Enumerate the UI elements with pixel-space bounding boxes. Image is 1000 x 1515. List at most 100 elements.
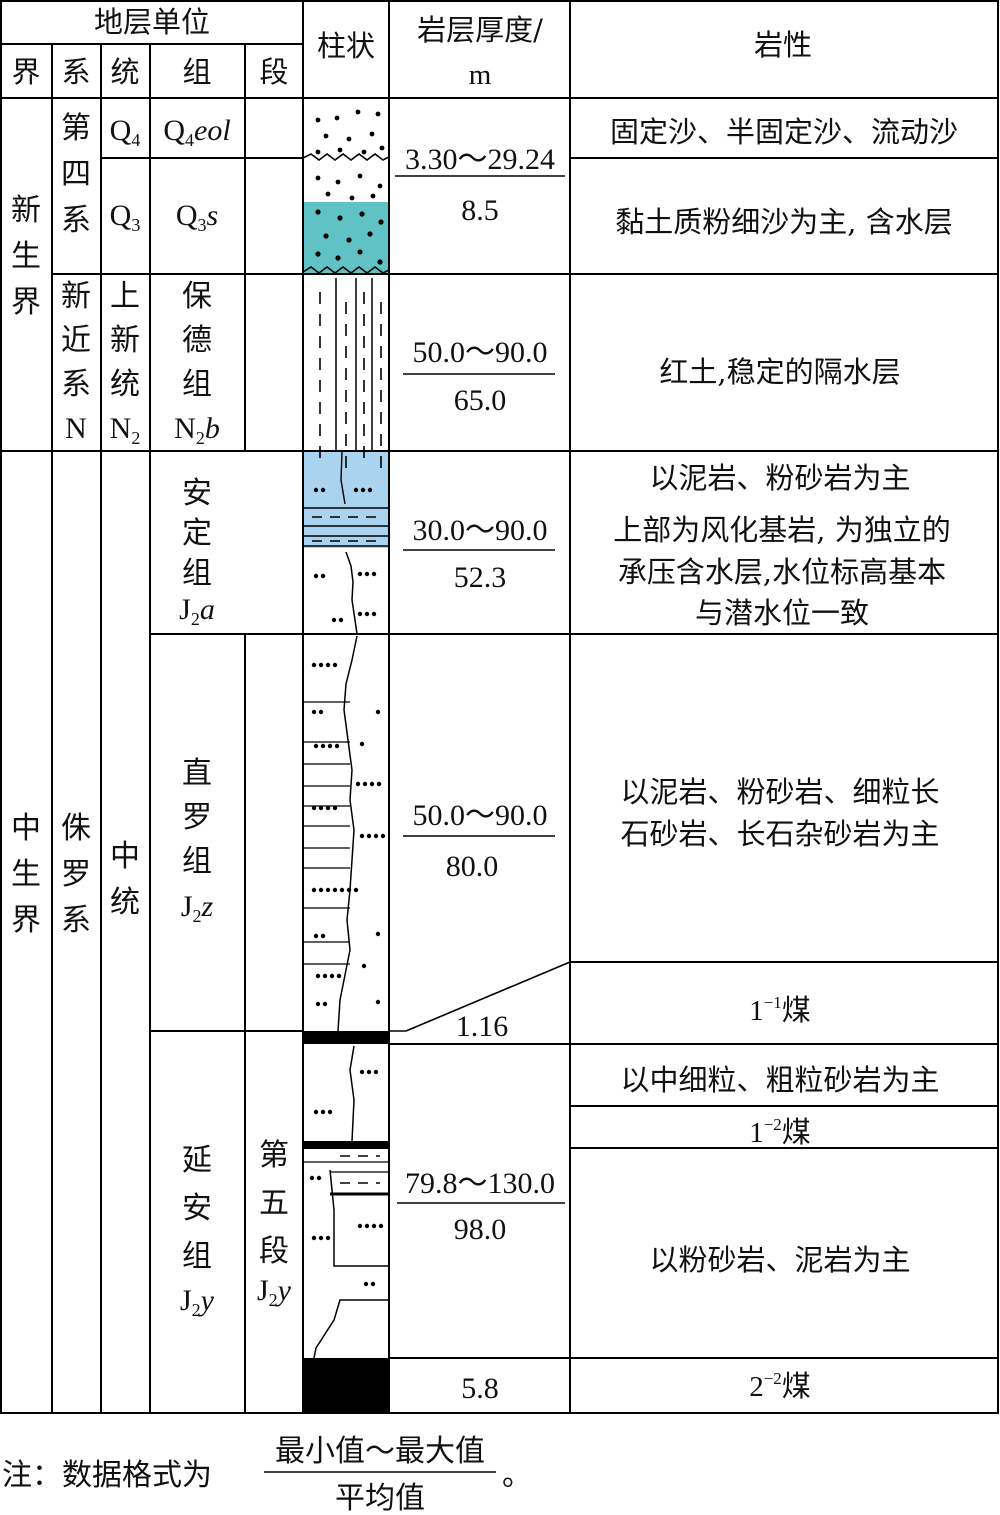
- sand-dot: [371, 1223, 377, 1229]
- sand-dot: [375, 709, 381, 715]
- tong-pliocene-symbol: N2: [110, 412, 141, 448]
- sand-dot: [325, 1235, 331, 1241]
- sand-dot: [366, 1069, 372, 1075]
- sand-dot: [373, 833, 379, 839]
- litho-zhiluo-2: 石砂岩、长石杂砂岩为主: [620, 817, 939, 851]
- sand-dot: [332, 662, 338, 668]
- sand-dot: [336, 973, 342, 979]
- note-denominator: 平均值: [335, 1481, 425, 1515]
- sand-dot: [364, 611, 370, 617]
- sand-dot: [357, 611, 363, 617]
- header-jie: 界: [11, 55, 40, 89]
- sand-dot: [378, 1223, 384, 1229]
- coal-seam-2-2: [303, 1358, 389, 1413]
- header-duan: 段: [259, 55, 288, 89]
- zu-anding-symbol: J2a: [179, 593, 215, 629]
- zu-yanan-symbol: J2y: [180, 1284, 215, 1320]
- stratigraphic-column: [302, 109, 390, 1413]
- sand-dot: [346, 237, 352, 243]
- sand-dot: [331, 617, 337, 623]
- coal-seam-1-1: [303, 1031, 389, 1044]
- header-thickness: 岩层厚度/: [417, 13, 543, 47]
- zu-q4eol-symbol: Q4eol: [163, 114, 230, 150]
- sand-dot: [311, 805, 317, 811]
- vertical-labels: 新生界 中生界 第四系 新近系 侏罗系 上新统 中统 保德组 安定组 直罗组 延…: [11, 111, 289, 1274]
- sand-dot: [313, 743, 319, 749]
- sand-dot: [325, 662, 331, 668]
- litho-anding-4: 与潜水位一致: [695, 596, 869, 630]
- sand-dot: [332, 805, 338, 811]
- sand-dot-pattern: [309, 109, 386, 1287]
- sand-dot: [334, 115, 340, 121]
- coal-seam-1-2: [303, 1141, 389, 1149]
- sand-dot: [366, 833, 372, 839]
- sand-dot: [375, 999, 381, 1005]
- sand-dot: [349, 195, 355, 201]
- tong-q4-symbol: Q4: [110, 114, 141, 150]
- sand-dot: [325, 805, 331, 811]
- header-thickness-unit: m: [469, 59, 492, 91]
- sand-dot: [337, 147, 343, 153]
- thickness-zhiluo-avg: 80.0: [446, 850, 499, 883]
- thickness-baode-avg: 65.0: [454, 384, 507, 417]
- sand-dot: [339, 887, 345, 893]
- header: 地层单位 柱状 岩层厚度/ m 岩性 界 系 统 组 段: [11, 5, 812, 91]
- header-column: 柱状: [317, 29, 375, 63]
- thickness-baode-range: 50.0～90.0: [413, 336, 548, 369]
- sand-dot: [311, 1235, 317, 1241]
- litho-coal-2-2: 2−2煤: [749, 1369, 811, 1403]
- zu-q3s-symbol: Q3s: [176, 199, 218, 235]
- column-contact-line: [302, 153, 390, 161]
- sand-dot: [357, 249, 363, 255]
- sand-dot: [311, 887, 317, 893]
- sand-dot: [346, 887, 352, 893]
- sand-dot: [323, 133, 329, 139]
- sand-dot: [322, 973, 328, 979]
- sand-dot: [370, 1281, 376, 1287]
- thickness-anding-avg: 52.3: [454, 561, 507, 594]
- table-border: [0, 0, 999, 1414]
- sand-dot: [357, 173, 363, 179]
- litho-anding-3: 承压含水层,水位标高基本: [618, 555, 946, 589]
- tong-middle: 中统: [110, 839, 140, 920]
- header-tong: 统: [110, 55, 139, 89]
- sand-dot: [322, 1001, 328, 1007]
- sand-dot: [379, 145, 385, 151]
- tong-q3-symbol: Q3: [110, 199, 141, 235]
- sand-dot: [359, 833, 365, 839]
- sand-dot: [367, 231, 373, 237]
- sand-dot: [364, 571, 370, 577]
- jie-mesozoic: 中生界: [11, 811, 41, 938]
- header-lithology: 岩性: [754, 28, 812, 62]
- sand-dot: [353, 887, 359, 893]
- sand-dot: [346, 136, 352, 142]
- xi-quaternary: 第四系: [61, 111, 91, 238]
- thickness-coal-1-1: 1.16: [456, 1010, 509, 1043]
- header-zu: 组: [182, 55, 211, 89]
- sand-dot: [329, 973, 335, 979]
- sand-dot: [325, 887, 331, 893]
- sand-dot: [335, 255, 341, 261]
- sand-dot: [370, 193, 376, 199]
- sand-dot: [367, 487, 373, 493]
- jie-cenozoic: 新生界: [11, 193, 41, 320]
- sand-dot: [318, 709, 324, 715]
- sand-dot: [315, 117, 321, 123]
- sand-dot: [359, 1069, 365, 1075]
- litho-anding-2: 上部为风化基岩, 为独立的: [613, 513, 950, 547]
- sand-dot: [362, 781, 368, 787]
- note-prefix: 注：数据格式为: [2, 1458, 212, 1493]
- sand-dot: [359, 211, 365, 217]
- sand-dot: [380, 833, 386, 839]
- sand-dot: [315, 175, 321, 181]
- sand-dot: [353, 487, 359, 493]
- column-contact-line: [302, 266, 390, 274]
- sand-dot: [355, 781, 361, 787]
- sand-dot: [371, 571, 377, 577]
- thickness-quaternary-avg: 8.5: [461, 194, 499, 227]
- sand-dot: [316, 1175, 322, 1181]
- litho-coal-1-2: 1−2煤: [749, 1115, 811, 1149]
- duan-fifth-symbol: J2y: [257, 1274, 292, 1310]
- sand-dot: [378, 219, 384, 225]
